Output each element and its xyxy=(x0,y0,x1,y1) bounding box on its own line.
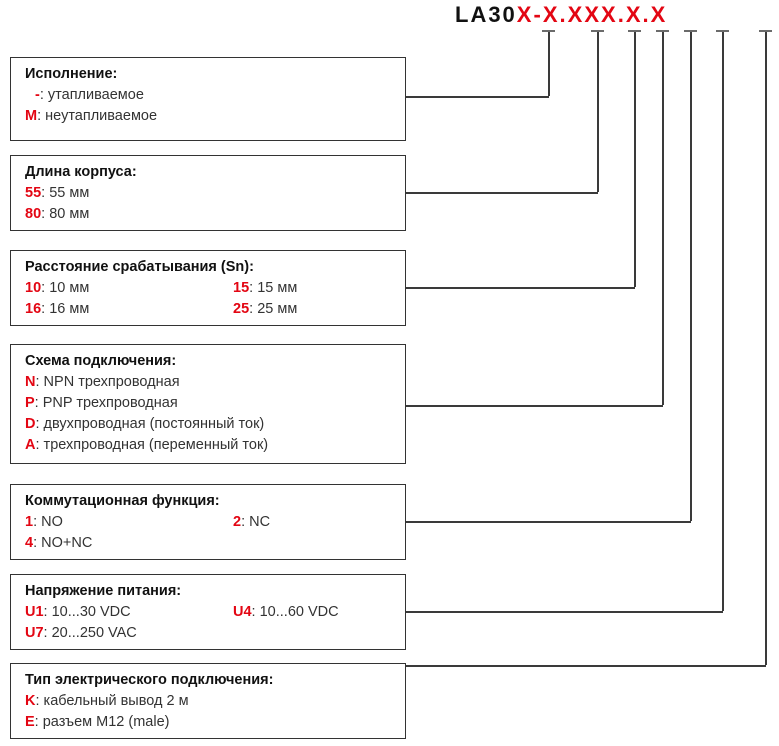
option-rows: U1: 10...30 VDC U4: 10...60 VDC U7: 20..… xyxy=(25,602,405,644)
part-number-segment-5: X xyxy=(601,2,618,27)
option-row: P: PNP трехпроводная xyxy=(25,393,405,414)
option-rows: 1: NO 2: NC 4: NO+NC xyxy=(25,512,405,554)
option-item: M: неутапливаемое xyxy=(25,108,158,124)
part-number-segment-1: X xyxy=(516,2,534,27)
connector-vline-7 xyxy=(765,32,767,665)
option-box-title: Схема подключения: xyxy=(25,353,177,369)
option-box-connection-type: Тип электрического подключения: K: кабел… xyxy=(10,663,406,739)
connector-hline-2 xyxy=(406,192,598,194)
option-row: 80: 80 мм xyxy=(25,204,405,225)
option-rows: 10: 10 мм 15: 15 мм 16: 16 мм 25: 25 мм xyxy=(25,278,405,320)
option-item: 25: 25 мм xyxy=(233,301,298,317)
connector-hline-3 xyxy=(406,287,635,289)
option-row: D: двухпроводная (постоянный ток) xyxy=(25,414,405,435)
connector-hline-1 xyxy=(406,96,549,98)
option-box-execution: Исполнение: -: утапливаемое M: неутаплив… xyxy=(10,57,406,141)
option-item: U4: 10...60 VDC xyxy=(233,604,339,620)
option-item: 16: 16 мм xyxy=(25,301,90,317)
connector-hline-4 xyxy=(406,405,663,407)
option-item: U7: 20...250 VAC xyxy=(25,625,137,641)
option-box-switching-function: Коммутационная функция: 1: NO 2: NC 4: N… xyxy=(10,484,406,560)
option-item: K: кабельный вывод 2 м xyxy=(25,693,189,709)
option-box-title: Коммутационная функция: xyxy=(25,493,220,509)
part-number-separator-4: . xyxy=(642,2,651,27)
option-row: M: неутапливаемое xyxy=(25,106,405,127)
option-box-title: Напряжение питания: xyxy=(25,583,182,599)
option-item: E: разъем M12 (male) xyxy=(25,714,170,730)
option-row: 16: 16 мм 25: 25 мм xyxy=(25,299,405,320)
connector-vline-3 xyxy=(634,32,636,287)
option-item: 15: 15 мм xyxy=(233,280,298,296)
connector-vline-4 xyxy=(662,32,664,405)
option-box-body-length: Длина корпуса: 55: 55 мм 80: 80 мм xyxy=(10,155,406,231)
option-row: A: трехпроводная (переменный ток) xyxy=(25,435,405,456)
connector-tick-4 xyxy=(656,30,669,33)
part-number-separator-1: - xyxy=(533,2,543,27)
option-box-supply-voltage: Напряжение питания: U1: 10...30 VDC U4: … xyxy=(10,574,406,650)
connector-tick-6 xyxy=(716,30,729,33)
part-number-segment-3: X xyxy=(567,2,585,27)
option-row: 10: 10 мм 15: 15 мм xyxy=(25,278,405,299)
part-number-prefix: LA30 xyxy=(455,2,517,27)
option-item: P: PNP трехпроводная xyxy=(25,395,178,411)
connector-vline-1 xyxy=(548,32,550,96)
option-row: 1: NO 2: NC xyxy=(25,512,405,533)
connector-vline-2 xyxy=(597,32,599,192)
part-number-separator-2: . xyxy=(559,2,568,27)
option-row: U7: 20...250 VAC xyxy=(25,623,405,644)
part-number-separator-3: . xyxy=(617,2,626,27)
connector-tick-3 xyxy=(628,30,641,33)
option-item: A: трехпроводная (переменный ток) xyxy=(25,437,269,453)
connector-tick-5 xyxy=(684,30,697,33)
option-box-title: Длина корпуса: xyxy=(25,164,137,180)
option-rows: N: NPN трехпроводная P: PNP трехпроводна… xyxy=(25,372,405,456)
option-item: U1: 10...30 VDC xyxy=(25,604,131,620)
option-box-sensing-distance: Расстояние срабатывания (Sn): 10: 10 мм … xyxy=(10,250,406,326)
option-item: 2: NC xyxy=(233,514,271,530)
connector-tick-1 xyxy=(542,30,555,33)
connector-vline-5 xyxy=(690,32,692,521)
option-box-title: Исполнение: xyxy=(25,66,118,82)
option-box-title: Расстояние срабатывания (Sn): xyxy=(25,259,254,275)
option-rows: 55: 55 мм 80: 80 мм xyxy=(25,183,405,225)
option-row: U1: 10...30 VDC U4: 10...60 VDC xyxy=(25,602,405,623)
connector-hline-7 xyxy=(406,665,766,667)
option-item: 55: 55 мм xyxy=(25,185,90,201)
connector-vline-6 xyxy=(722,32,724,611)
option-rows: -: утапливаемое M: неутапливаемое xyxy=(25,85,405,127)
option-row: E: разъем M12 (male) xyxy=(25,712,405,733)
part-number-segment-6: X xyxy=(625,2,643,27)
connector-hline-5 xyxy=(406,521,691,523)
option-row: 4: NO+NC xyxy=(25,533,405,554)
option-box-wiring-scheme: Схема подключения: N: NPN трехпроводная … xyxy=(10,344,406,464)
option-row: K: кабельный вывод 2 м xyxy=(25,691,405,712)
option-box-title: Тип электрического подключения: xyxy=(25,672,274,688)
option-row: N: NPN трехпроводная xyxy=(25,372,405,393)
option-row: 55: 55 мм xyxy=(25,183,405,204)
option-item: N: NPN трехпроводная xyxy=(25,374,180,390)
part-number-segment-2: X xyxy=(542,2,560,27)
option-rows: K: кабельный вывод 2 м E: разъем M12 (ma… xyxy=(25,691,405,733)
option-item: 4: NO+NC xyxy=(25,535,93,551)
part-number-segment-4: X xyxy=(584,2,601,27)
option-item: 80: 80 мм xyxy=(25,206,90,222)
option-item: 10: 10 мм xyxy=(25,280,90,296)
connector-hline-6 xyxy=(406,611,723,613)
option-item: D: двухпроводная (постоянный ток) xyxy=(25,416,265,432)
option-item: 1: NO xyxy=(25,514,63,530)
option-row: -: утапливаемое xyxy=(25,85,405,106)
connector-tick-7 xyxy=(759,30,772,33)
part-number-segment-7: X xyxy=(650,2,668,27)
connector-tick-2 xyxy=(591,30,604,33)
option-item: -: утапливаемое xyxy=(35,87,144,103)
